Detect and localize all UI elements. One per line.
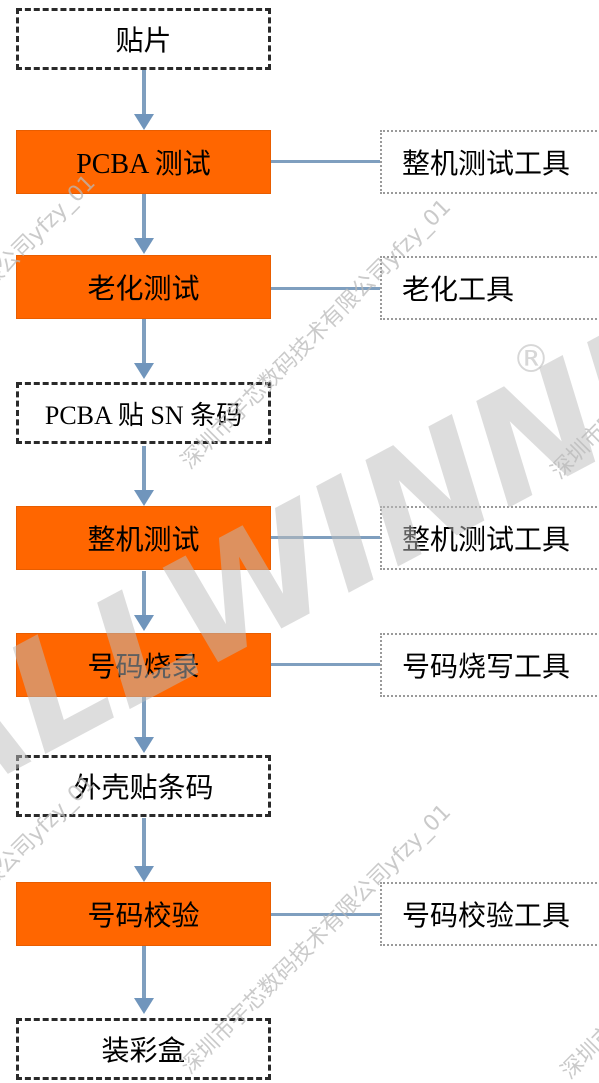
step-packing: 装彩盒 [16, 1018, 271, 1080]
step-system-test: 整机测试 [16, 506, 271, 570]
step-number-verify: 号码校验 [16, 882, 271, 946]
connector-3 [142, 319, 146, 365]
arrowhead-5 [134, 615, 154, 631]
arrowhead-3 [134, 363, 154, 379]
arrowhead-8 [134, 998, 154, 1014]
connector-2 [142, 194, 146, 240]
tool-number-verify: 号码校验工具 [380, 882, 599, 946]
arrowhead-1 [134, 114, 154, 130]
arrowhead-2 [134, 238, 154, 254]
tool-aging-test: 老化工具 [380, 256, 599, 320]
tool-system-test: 整机测试工具 [380, 506, 599, 570]
watermark-registered-mark: ® [512, 337, 550, 381]
connector-5 [142, 571, 146, 617]
arrowhead-4 [134, 490, 154, 506]
watermark-text-5: 深圳市宇芯数码技术有限公司yfzy_01 [547, 205, 599, 485]
step-pcba-test: PCBA 测试 [16, 130, 271, 194]
arrowhead-7 [134, 866, 154, 882]
connector-7 [142, 818, 146, 866]
tool-connector-number-burn [271, 663, 380, 666]
step-pcba-sn: PCBA 贴 SN 条码 [16, 382, 271, 444]
tool-connector-pcba-test [271, 160, 380, 163]
step-aging-test: 老化测试 [16, 255, 271, 319]
tool-pcba-test: 整机测试工具 [380, 130, 599, 194]
arrowhead-6 [134, 737, 154, 753]
step-number-burn: 号码烧录 [16, 633, 271, 697]
tool-connector-number-verify [271, 913, 380, 916]
step-smt: 贴片 [16, 8, 271, 70]
connector-8 [142, 946, 146, 998]
connector-1 [142, 70, 146, 116]
tool-connector-system-test [271, 536, 380, 539]
tool-connector-aging-test [271, 287, 380, 290]
step-case-barcode: 外壳贴条码 [16, 755, 271, 817]
connector-4 [142, 446, 146, 492]
connector-6 [142, 697, 146, 737]
tool-number-burn: 号码烧写工具 [380, 633, 599, 697]
